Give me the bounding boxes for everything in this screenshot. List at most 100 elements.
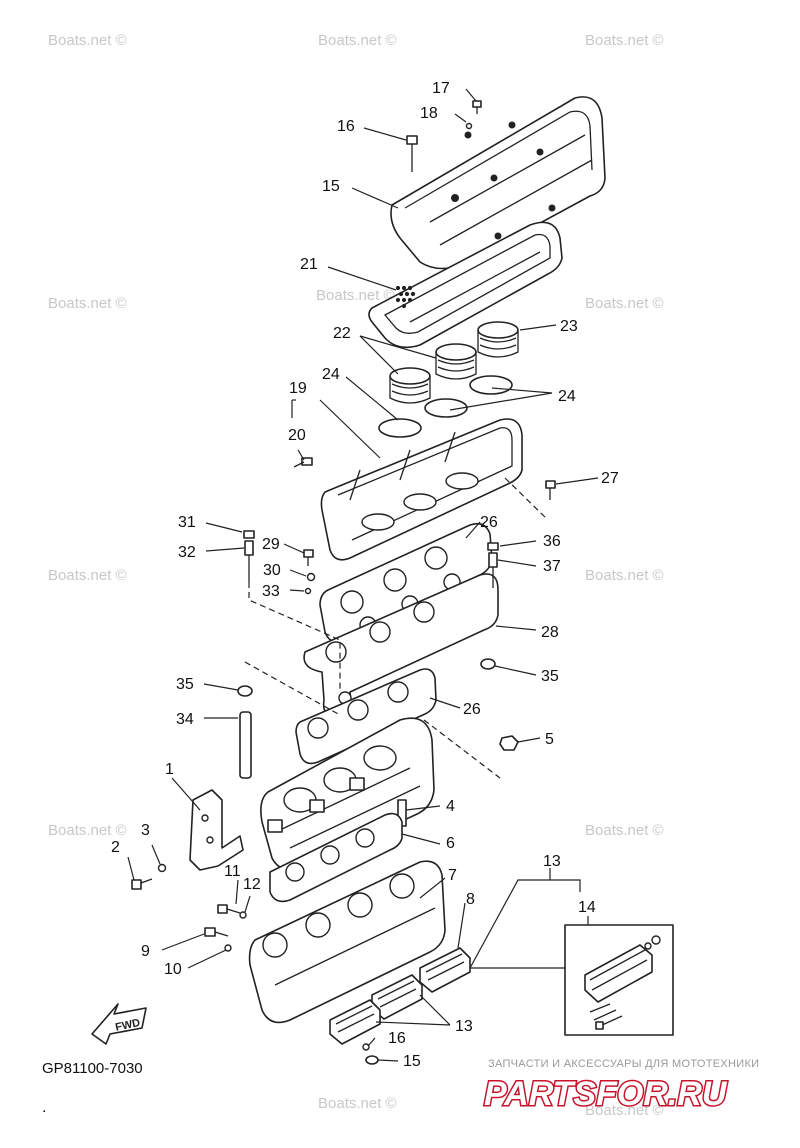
- callout-27: 27: [601, 470, 619, 487]
- callout-24: 23: [560, 318, 578, 335]
- callout-labels: 17 18 16 15 21 22 23 24 24 19 20 27 26 3…: [111, 80, 619, 1070]
- stud-33: [244, 540, 254, 582]
- watermark: Boats.net ©: [585, 1102, 664, 1119]
- callout-26: 26: [463, 701, 481, 718]
- callout-36: 36: [543, 533, 561, 550]
- kit-inset: [564, 924, 674, 1036]
- callout-33: 32: [178, 544, 196, 561]
- lower-gasket: [295, 668, 437, 765]
- callout-2: 2: [111, 839, 120, 856]
- cover-gasket: [368, 221, 563, 349]
- callout-12: 12: [243, 876, 261, 893]
- callout-37: 37: [543, 558, 561, 575]
- callout-35: 35: [176, 676, 194, 693]
- callout-13: 13: [543, 853, 561, 870]
- washer-30: [306, 572, 316, 582]
- washer-31: [304, 587, 312, 595]
- watermark: Boats.net ©: [48, 567, 127, 584]
- callout-21: 19: [289, 380, 307, 397]
- callout-28: 28: [541, 624, 559, 641]
- hose-clamp: [469, 375, 513, 395]
- callout-11: 11: [224, 863, 241, 880]
- callout-35: 35: [541, 668, 559, 685]
- watermark: Boats.net ©: [48, 822, 127, 839]
- mounting-bracket: [303, 573, 499, 720]
- callout-10: 10: [164, 961, 182, 978]
- callout-8: 8: [466, 891, 475, 908]
- stud-37: [488, 552, 498, 588]
- brand-tagline: ЗАПЧАСТИ И АКСЕССУАРЫ ДЛЯ МОТОТЕХНИКИ: [488, 1058, 759, 1070]
- watermark: Boats.net ©: [585, 32, 664, 49]
- drain-fitting: [293, 457, 313, 468]
- clamp-35-right: [480, 658, 496, 670]
- watermark: Boats.net ©: [318, 1095, 397, 1112]
- callout-16: 16: [388, 1030, 406, 1047]
- intake-manifold: [248, 860, 446, 1024]
- callout-4: 4: [446, 798, 455, 815]
- cover-bolt: [406, 135, 418, 172]
- nut-5: [499, 735, 519, 751]
- nut-32: [243, 530, 255, 539]
- bolt-2: [131, 878, 153, 890]
- callout-26: 26: [480, 514, 498, 531]
- drawing-code: GP81100-7030: [42, 1060, 143, 1077]
- upper-gasket: [319, 522, 493, 643]
- callout-14: 14: [578, 899, 596, 916]
- callout-32: 31: [178, 514, 196, 531]
- cover-washer: [465, 122, 473, 130]
- brand-logo: ЗАПЧАСТИ И АКСЕССУАРЫ ДЛЯ МОТОТЕХНИКИ PA…: [483, 1058, 760, 1115]
- callout-25: 24: [322, 366, 340, 383]
- callout-17: 15: [322, 178, 340, 195]
- forward-arrow: FWD: [91, 1003, 147, 1045]
- callout-9: 9: [141, 943, 150, 960]
- callout-22: 20: [288, 427, 306, 444]
- reed-valve: [419, 947, 471, 993]
- callout-30: 30: [263, 562, 281, 579]
- callout-25: 24: [558, 388, 576, 405]
- callout-19: 17: [432, 80, 450, 97]
- leader-lines: [127, 88, 599, 1062]
- callout-29: 29: [262, 536, 280, 553]
- callout-31: 33: [262, 583, 280, 600]
- callout-18: 16: [337, 118, 355, 135]
- silencer-base: [320, 418, 523, 561]
- mesh-pattern: [395, 285, 416, 309]
- watermark: Boats.net ©: [48, 295, 127, 312]
- cover-screw: [472, 100, 482, 114]
- base-bolt: [545, 480, 556, 500]
- carb-bracket: [189, 789, 244, 871]
- intake-ring: [477, 321, 519, 358]
- stray-mark: .: [42, 1099, 46, 1116]
- callout-6: 6: [446, 835, 455, 852]
- watermark: Boats.net ©: [48, 32, 127, 49]
- intake-ring: [435, 343, 477, 380]
- hose-clamp: [378, 418, 422, 438]
- watermark: Boats.net ©: [585, 822, 664, 839]
- callout-1: 1: [165, 761, 174, 778]
- clamp-35-left: [237, 685, 253, 697]
- nut-36: [487, 542, 499, 551]
- brand-logo-text: PARTSFOR.RU: [484, 1075, 728, 1113]
- top-cover: [390, 96, 606, 270]
- callout-34: 34: [176, 711, 194, 728]
- watermark: Boats.net ©: [585, 567, 664, 584]
- manifold-gasket: [269, 812, 403, 903]
- washer-3: [157, 863, 167, 873]
- intake-ring: [389, 367, 431, 404]
- callout-24: 22: [333, 325, 351, 342]
- washer-10: [224, 944, 232, 952]
- callout-15: 15: [403, 1053, 421, 1070]
- carburetor-assembly: [260, 717, 435, 871]
- bolt-29: [303, 549, 314, 566]
- alignment-lines: [244, 477, 549, 779]
- hose-clamp: [424, 398, 468, 418]
- watermark: Boats.net ©: [318, 32, 397, 49]
- washer-12: [239, 911, 247, 919]
- watermark: Boats.net ©: [316, 287, 395, 304]
- washer-16: [362, 1043, 370, 1051]
- fwd-label: FWD: [114, 1017, 141, 1034]
- watermark: Boats.net ©: [585, 295, 664, 312]
- bolt-9: [204, 927, 229, 937]
- bolt-11: [217, 904, 241, 914]
